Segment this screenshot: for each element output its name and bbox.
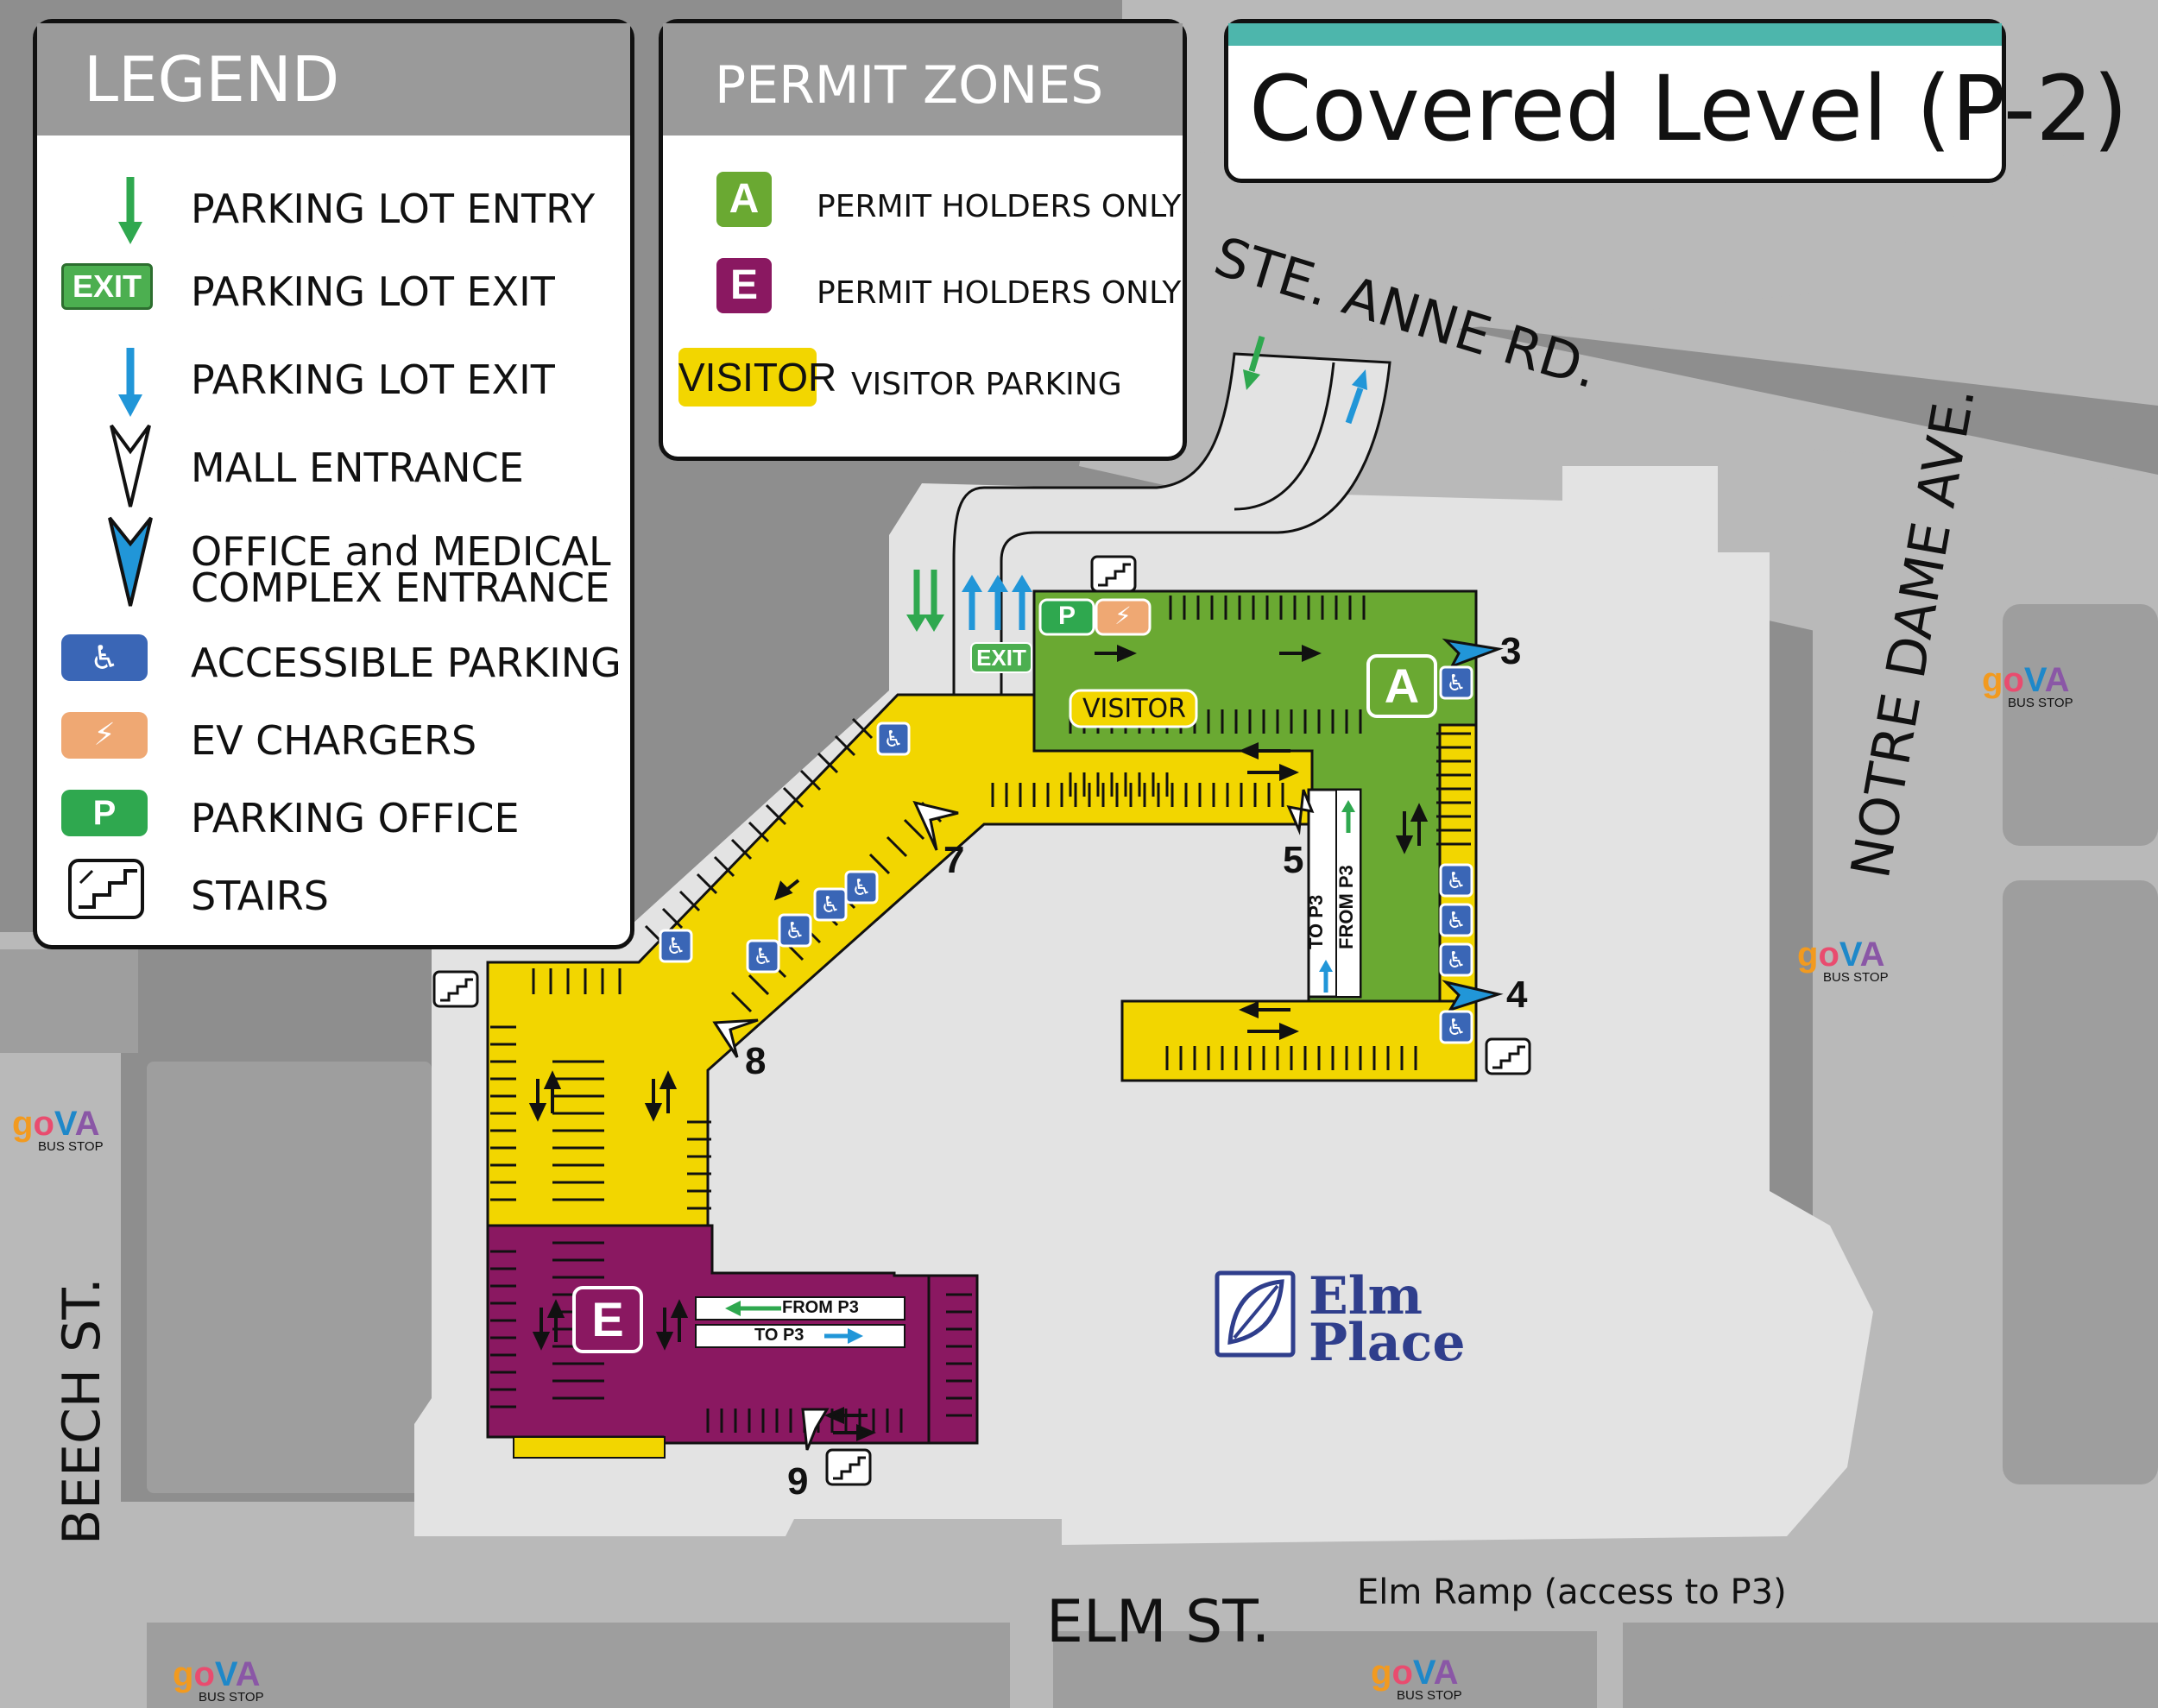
svg-text:♿: ♿ — [753, 944, 773, 970]
legend-label: PARKING LOT EXIT — [191, 356, 555, 403]
legend-panel: LEGEND PARKING LOT ENTRY EXIT PARKING LO… — [33, 19, 634, 949]
bus-stop-logo: goVA — [12, 1105, 100, 1143]
entrance-number-7: 7 — [943, 839, 965, 881]
logo-line2: Place — [1309, 1313, 1466, 1373]
permit-label: VISITOR PARKING — [851, 367, 1122, 402]
bus-stop-marker: goVA BUS STOP — [1797, 937, 1894, 986]
bus-stop-marker: goVA BUS STOP — [1371, 1655, 1467, 1704]
bus-stop-marker: goVA BUS STOP — [173, 1657, 269, 1705]
page-title: Covered Level (P-2) — [1249, 56, 2129, 161]
accessible-parking-icons — [659, 665, 1473, 1044]
bus-stop-marker: goVA BUS STOP — [1982, 663, 2079, 711]
legend-label-line2: COMPLEX ENTRANCE — [191, 564, 610, 611]
legend-label: ACCESSIBLE PARKING — [191, 640, 622, 686]
legend-label: STAIRS — [191, 873, 329, 919]
entrance-number-9: 9 — [787, 1460, 809, 1503]
title-accent-bar — [1228, 23, 2002, 46]
legend-label: MALL ENTRANCE — [191, 444, 524, 491]
logo-line1: Elm — [1309, 1266, 1423, 1327]
bus-stop-marker: goVA BUS STOP — [12, 1106, 109, 1155]
mall-entrance-markers — [712, 789, 1315, 1451]
green-down-arrow-icon — [118, 177, 142, 244]
legend-label: PARKING LOT EXIT — [191, 268, 555, 315]
permit-badge-e: E — [716, 258, 772, 313]
blue-arrowhead-icon — [108, 516, 153, 607]
permit-zones-heading: PERMIT ZONES — [663, 23, 1183, 136]
svg-text:♿: ♿ — [1446, 908, 1466, 934]
entrance-number-8: 8 — [745, 1040, 767, 1082]
entrance-number-5: 5 — [1283, 839, 1304, 881]
svg-text:♿: ♿ — [785, 918, 805, 944]
svg-text:♿: ♿ — [1446, 1015, 1466, 1041]
bus-stop-logo: goVA — [1797, 936, 1885, 974]
legend-label: OFFICE and MEDICAL — [191, 528, 611, 575]
svg-text:♿: ♿ — [883, 727, 903, 753]
office-entrance-markers — [1442, 638, 1504, 1012]
svg-text:♿: ♿ — [851, 875, 871, 901]
ramp-from-p3-vertical: FROM P3 — [1335, 865, 1357, 949]
elm-ramp-label: Elm Ramp (access to P3) — [1357, 1572, 1787, 1612]
entrance-number-4: 4 — [1506, 974, 1528, 1016]
stairs-icons — [432, 555, 1531, 1486]
permit-badge-a: A — [716, 172, 772, 227]
legend-label: EV CHARGERS — [191, 717, 477, 764]
permit-label: PERMIT HOLDERS ONLY — [817, 275, 1182, 311]
permit-label: PERMIT HOLDERS ONLY — [817, 189, 1182, 224]
zone-a-label: A — [1384, 659, 1420, 713]
entry-arrows — [906, 335, 1265, 632]
entrance-number-3: 3 — [1500, 630, 1522, 672]
permit-badge-visitor: VISITOR — [678, 348, 836, 407]
zone-e-label: E — [591, 1292, 624, 1346]
bus-stop-logo: goVA — [1982, 661, 2070, 699]
svg-text:♿: ♿ — [1446, 671, 1466, 696]
ramp-from-p3: FROM P3 — [782, 1298, 859, 1317]
permit-zones-panel: PERMIT ZONES A PERMIT HOLDERS ONLY E PER… — [659, 19, 1187, 461]
legend-heading: LEGEND — [37, 23, 630, 136]
ramp-to-p3-vertical: TO P3 — [1305, 894, 1327, 949]
street-beech: BEECH ST. — [52, 1277, 112, 1545]
exit-arrows — [962, 369, 1367, 993]
wheelchair-icon: ♿ — [61, 634, 148, 681]
exit-sign-icon: EXIT — [61, 263, 153, 310]
visitor-zone-area — [486, 693, 1314, 1227]
traffic-arrows — [528, 644, 1429, 1442]
ev-charger-marker-icon: ⚡ — [1114, 602, 1132, 630]
ev-charger-icon: ⚡ — [61, 712, 148, 759]
svg-text:♿: ♿ — [666, 934, 685, 960]
legend-label: PARKING OFFICE — [191, 795, 520, 841]
stairs-icon — [68, 859, 144, 919]
title-box: Covered Level (P-2) — [1224, 19, 2128, 183]
bus-stop-logo: goVA — [1371, 1654, 1459, 1692]
ramp-to-p3: TO P3 — [754, 1326, 805, 1345]
svg-text:♿: ♿ — [1446, 948, 1466, 974]
legend-label: PARKING LOT ENTRY — [191, 186, 596, 232]
svg-text:♿: ♿ — [1446, 868, 1466, 894]
bus-stop-logo: goVA — [173, 1655, 261, 1693]
svg-text:♿: ♿ — [820, 892, 840, 918]
parking-office-label: P — [1057, 602, 1076, 630]
visitor-zone-label: VISITOR — [1082, 694, 1187, 724]
parking-office-icon: P — [61, 790, 148, 836]
exit-sign: EXIT — [976, 645, 1026, 671]
white-arrowhead-icon — [110, 424, 151, 507]
blue-down-arrow-icon — [118, 348, 142, 417]
street-elm: ELM ST. — [1046, 1588, 1271, 1656]
